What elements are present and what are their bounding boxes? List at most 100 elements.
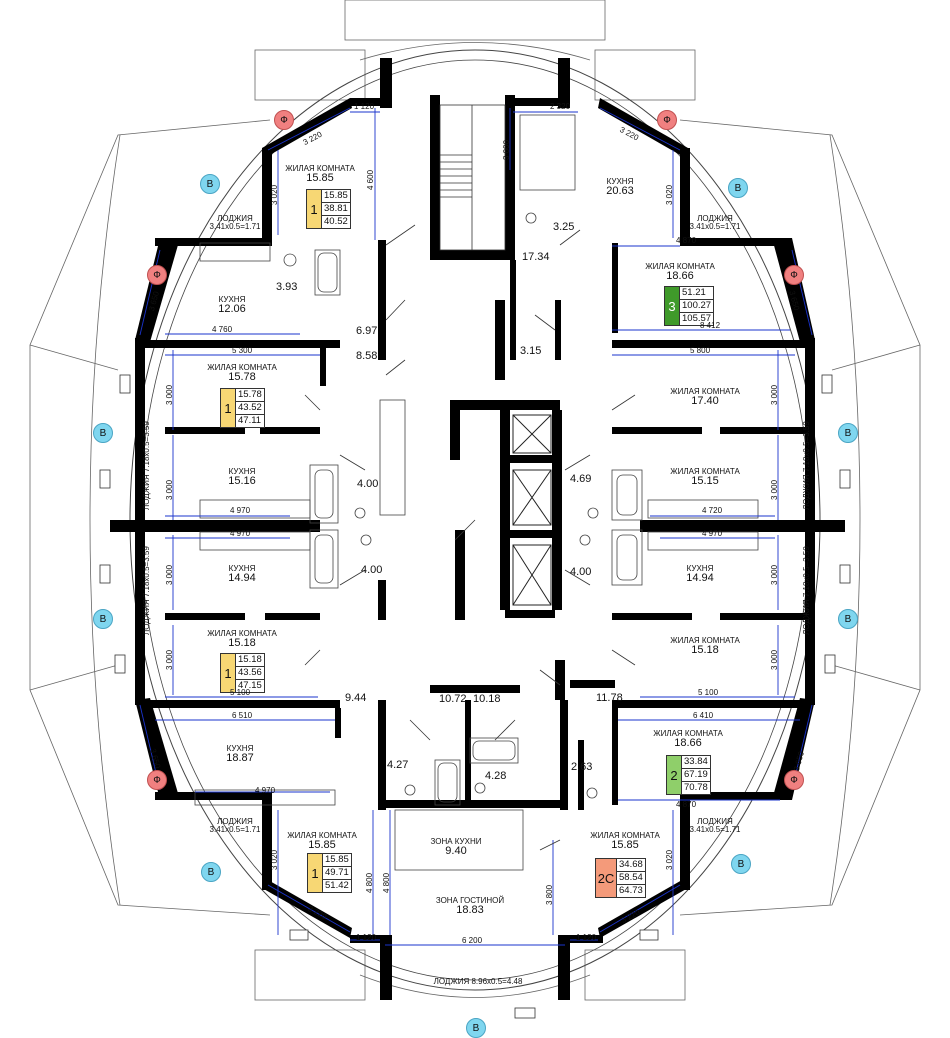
room-name: ЖИЛАЯ КОМНАТА bbox=[670, 636, 740, 645]
apartment-rooms-count: 1 bbox=[307, 190, 321, 228]
facade-marker: Ф bbox=[784, 770, 804, 790]
room-name: ЖИЛАЯ КОМНАТА bbox=[670, 467, 740, 476]
room-living-zone: ЗОНА ГОСТИНОЙ 18.83 bbox=[436, 897, 504, 916]
dimension: 3 000 bbox=[770, 649, 779, 670]
room-name: ЖИЛАЯ КОМНАТА bbox=[590, 831, 660, 840]
apartment-rooms-count: 3 bbox=[665, 287, 679, 325]
room-area: 18.87 bbox=[226, 752, 254, 764]
apartment-rooms-count: 1 bbox=[221, 389, 235, 427]
apartment-rooms-count: 2 bbox=[667, 756, 681, 794]
loggia-label-s: ЛОДЖИЯ 8.96x0.5=4.48 bbox=[433, 977, 523, 986]
dimension: 4 970 bbox=[255, 786, 276, 795]
room-area: 18.66 bbox=[666, 270, 694, 282]
apartment-badge-se: 2 33.84 67.19 70.78 bbox=[666, 755, 711, 795]
total-area-with-loggia: 51.42 bbox=[325, 880, 349, 891]
room-area: 15.18 bbox=[691, 644, 719, 656]
room-area: 15.85 bbox=[611, 839, 639, 851]
apartment-rooms-count: 2С bbox=[596, 859, 616, 897]
apartment-badge-nw: 1 15.85 38.81 40.52 bbox=[306, 189, 351, 229]
loggia-label-ne: ЛОДЖИЯ 3.41x0.5=1.71 bbox=[689, 214, 741, 232]
apartment-badge-sw: 1 15.85 49.71 51.42 bbox=[307, 853, 352, 893]
room-sw-kitchen: КУХНЯ 18.87 bbox=[226, 745, 254, 764]
area-label: 3.15 bbox=[520, 345, 542, 357]
loggia-label-e-top: ЛОДЖИЯ 7.18x0.5=3.59 bbox=[802, 421, 811, 510]
room-area: 15.85 bbox=[308, 839, 336, 851]
room-area: 15.85 bbox=[306, 172, 334, 184]
total-area: 67.19 bbox=[682, 769, 710, 782]
ventilation-marker: В bbox=[201, 862, 221, 882]
room-ne-kitchen: КУХНЯ 20.63 bbox=[606, 178, 634, 197]
loggia-label-sw: ЛОДЖИЯ 3.41x0.5=1.71 bbox=[209, 817, 261, 835]
apartment-badge-w2: 1 15.18 43.56 47.15 bbox=[220, 653, 265, 693]
total-area: 49.71 bbox=[323, 867, 351, 880]
staircase bbox=[439, 104, 506, 251]
area-label: 9.44 bbox=[345, 692, 367, 704]
room-ne-living: ЖИЛАЯ КОМНАТА 18.66 bbox=[645, 263, 715, 282]
facade-marker: Ф bbox=[147, 265, 167, 285]
dimension: 3 020 bbox=[665, 184, 674, 205]
loggia-label-se: ЛОДЖИЯ 3.41x0.5=1.71 bbox=[689, 817, 741, 835]
dimension: 4 970 bbox=[230, 506, 251, 515]
apartment-badge-w1: 1 15.78 43.52 47.11 bbox=[220, 388, 265, 428]
doors bbox=[304, 224, 636, 851]
loggia-label-e-bot: ЛОДЖИЯ 7.18x0.5=3.59 bbox=[802, 546, 811, 635]
room-w2-kitchen: КУХНЯ 14.94 bbox=[228, 565, 256, 584]
room-e2-living: ЖИЛАЯ КОМНАТА 15.18 bbox=[670, 637, 740, 656]
room-area: 17.40 bbox=[691, 395, 719, 407]
dimension: 3 800 bbox=[545, 884, 554, 905]
apartment-badge-s: 2С 34.68 58.54 64.73 bbox=[595, 858, 646, 898]
dimension-lines bbox=[139, 107, 813, 946]
dimension: 1 120 bbox=[576, 933, 597, 942]
room-se2-living: ЖИЛАЯ КОМНАТА 15.85 bbox=[590, 832, 660, 851]
ventilation-marker: В bbox=[93, 609, 113, 629]
room-name: КУХНЯ bbox=[218, 295, 246, 304]
total-area-with-loggia: 105.57 bbox=[682, 313, 712, 324]
room-e1-living: ЖИЛАЯ КОМНАТА 17.40 bbox=[670, 388, 740, 407]
dimension: 4 870 bbox=[676, 800, 697, 809]
room-name: КУХНЯ bbox=[228, 467, 256, 476]
windows bbox=[99, 374, 851, 1019]
ventilation-marker: В bbox=[466, 1018, 486, 1038]
room-name: ЖИЛАЯ КОМНАТА bbox=[670, 387, 740, 396]
dimension: 4 800 bbox=[382, 872, 391, 893]
apartment-rooms-count: 1 bbox=[308, 854, 322, 892]
total-area-with-loggia: 64.73 bbox=[619, 885, 643, 896]
area-label: 6.97 bbox=[356, 325, 378, 337]
room-name: ЖИЛАЯ КОМНАТА bbox=[207, 629, 277, 638]
dimension: 3 000 bbox=[770, 564, 779, 585]
total-area-with-loggia: 47.15 bbox=[238, 680, 262, 691]
total-area: 38.81 bbox=[322, 203, 350, 216]
facade-marker: Ф bbox=[147, 770, 167, 790]
room-area: 15.18 bbox=[228, 637, 256, 649]
room-nw-kitchen: КУХНЯ 12.06 bbox=[218, 296, 246, 315]
dimension: 6 510 bbox=[232, 711, 253, 720]
area-label: 11.78 bbox=[596, 692, 623, 704]
area-label: 10.18 bbox=[473, 693, 501, 705]
room-area: 14.94 bbox=[686, 572, 714, 584]
area-label: 8.58 bbox=[356, 350, 378, 362]
room-name: ЗОНА ГОСТИНОЙ bbox=[435, 896, 505, 905]
room-se-living: ЖИЛАЯ КОМНАТА 18.66 bbox=[653, 730, 723, 749]
area-label: 10.72 bbox=[439, 693, 467, 705]
total-area: 58.54 bbox=[617, 872, 645, 885]
fixtures bbox=[194, 114, 759, 871]
loggia-label-w-top: ЛОДЖИЯ 7.18x0.5=3.59 bbox=[142, 421, 151, 510]
total-area-with-loggia: 47.11 bbox=[238, 415, 262, 426]
loggia-label-w-bot: ЛОДЖИЯ 7.18x0.5=3.59 bbox=[142, 546, 151, 635]
area-label: 4.00 bbox=[357, 478, 379, 490]
total-area: 43.56 bbox=[236, 667, 264, 680]
loggia-label-nw: ЛОДЖИЯ 3.41x0.5=1.71 bbox=[209, 214, 261, 232]
room-name: ЖИЛАЯ КОМНАТА bbox=[653, 729, 723, 738]
room-w1-kitchen: КУХНЯ 15.16 bbox=[228, 468, 256, 487]
dimension: 6 410 bbox=[693, 711, 714, 720]
room-area: 18.83 bbox=[456, 904, 484, 916]
apartment-badge-ne: 3 51.21 100.27 105.57 bbox=[664, 286, 715, 326]
dimension: 3 000 bbox=[165, 649, 174, 670]
dimension: 4 800 bbox=[365, 872, 374, 893]
dimension: 5 100 bbox=[698, 688, 719, 697]
ventilation-marker: В bbox=[838, 609, 858, 629]
dimension: 6 200 bbox=[462, 936, 483, 945]
ventilation-marker: В bbox=[93, 423, 113, 443]
living-area: 34.68 bbox=[617, 859, 645, 872]
